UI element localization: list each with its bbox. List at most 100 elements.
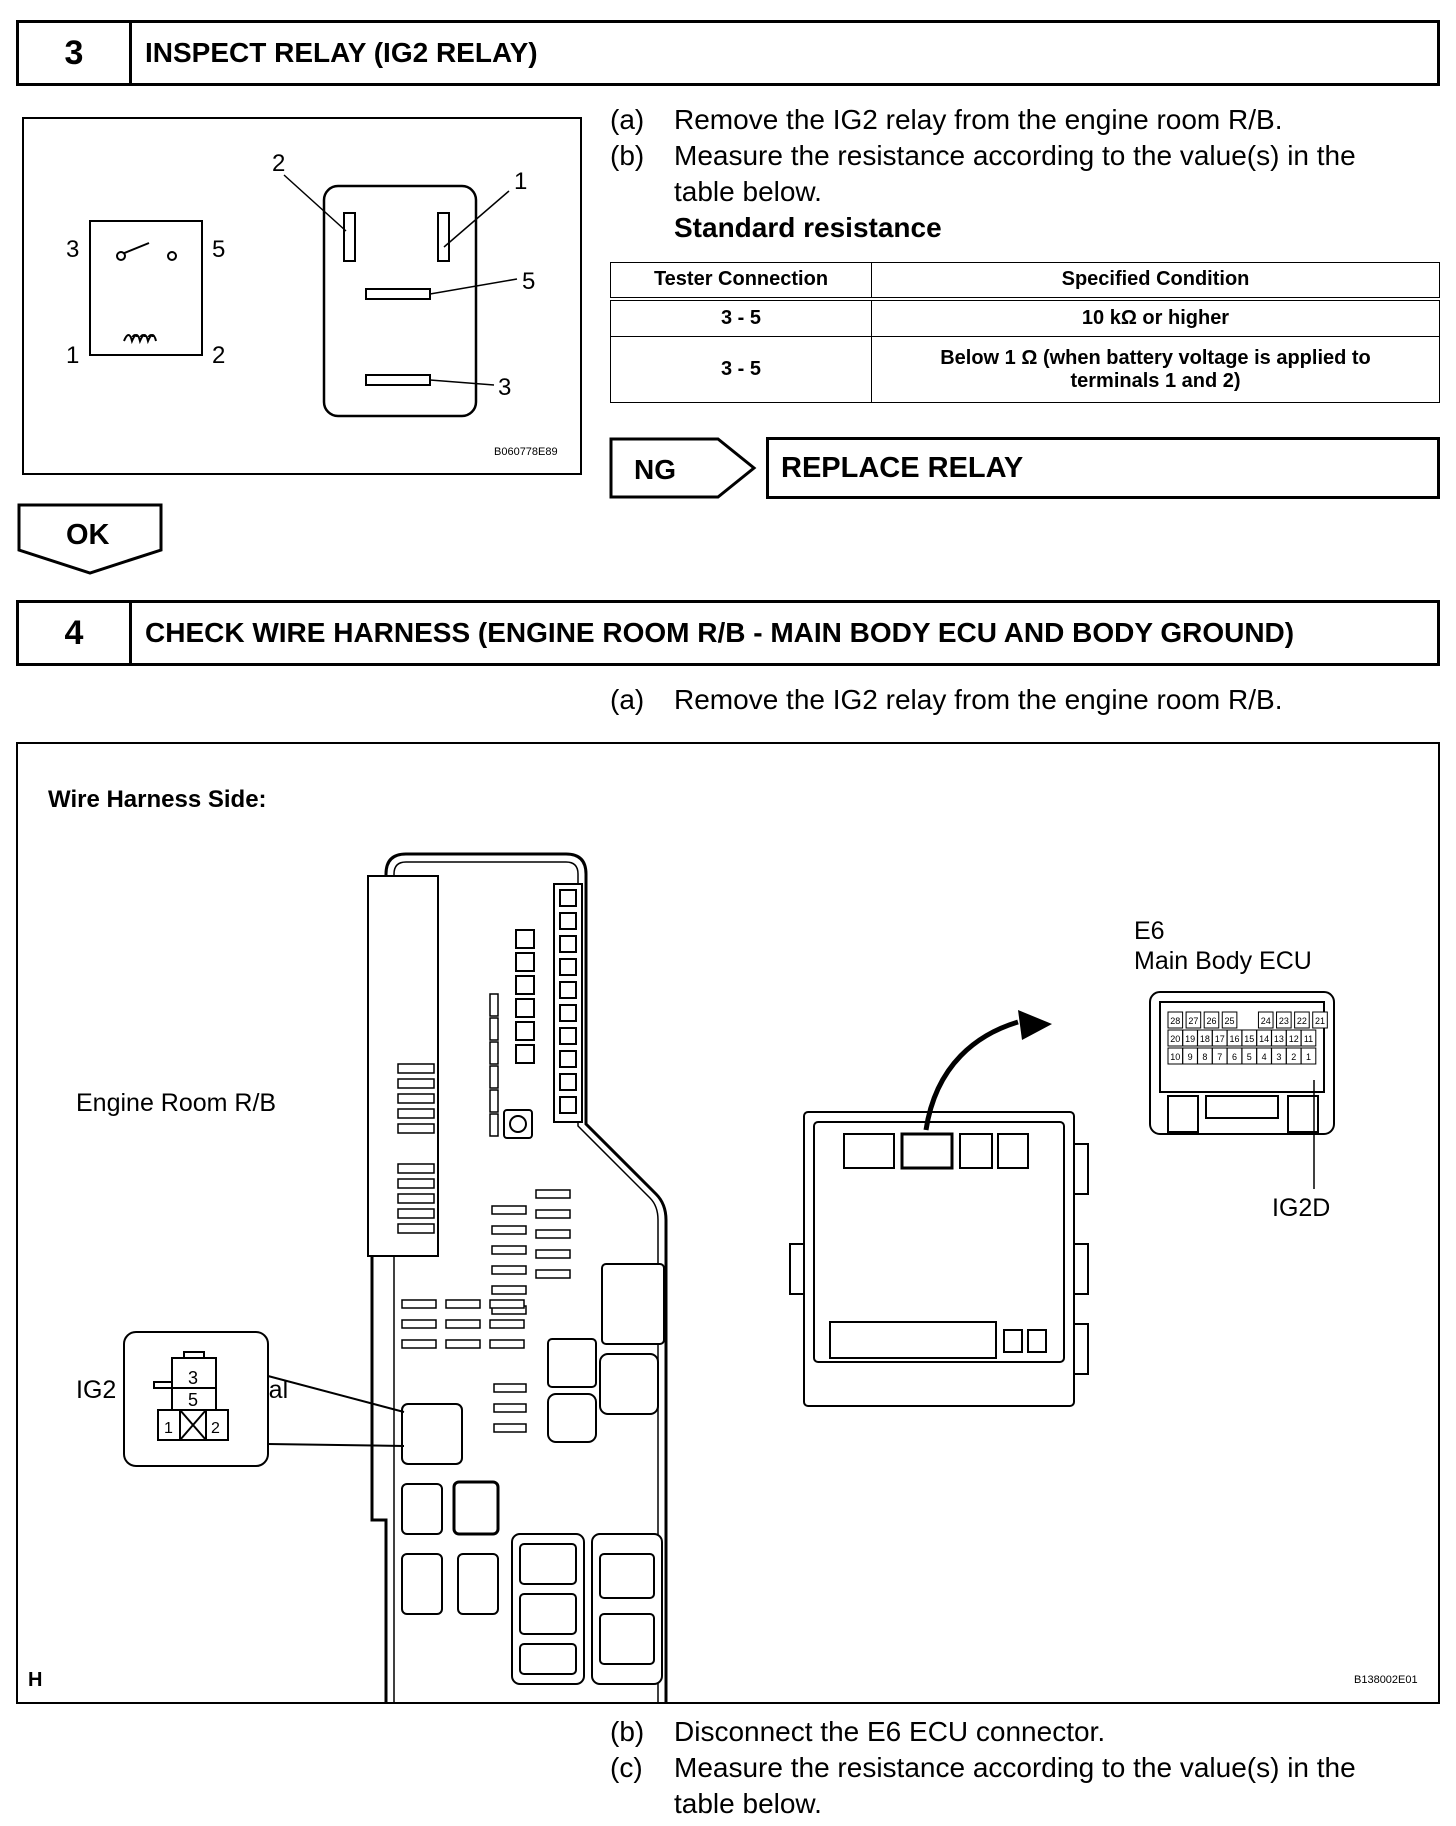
instruction-b-cont: table below. — [674, 176, 822, 207]
relay-pin-label-3: 3 — [498, 374, 511, 401]
connector-pin-label: 15 — [1244, 1034, 1254, 1044]
mini-fuse — [401, 1339, 437, 1349]
relay-diagram: 3 5 1 2 2 1 5 3 B060778E89 — [66, 150, 558, 458]
step-4-header: 4 CHECK WIRE HARNESS (ENGINE ROOM R/B - … — [16, 600, 1440, 666]
fuse-cell — [515, 1044, 535, 1064]
ecu-name: Main Body ECU — [1134, 947, 1312, 975]
instruction-b: (b)Measure the resistance according to t… — [610, 140, 1356, 171]
mini-fuse — [397, 1178, 435, 1189]
mini-fuse — [489, 993, 499, 1017]
fuse-cell — [559, 935, 577, 953]
connector-pin-label: 1 — [1306, 1052, 1311, 1062]
corner-letter: H — [28, 1669, 43, 1691]
mini-fuse — [535, 1209, 571, 1219]
table-header: Tester Connection — [610, 262, 872, 299]
table-row: 3 - 5 10 kΩ or higher — [610, 298, 1440, 337]
step-title: CHECK WIRE HARNESS (ENGINE ROOM R/B - MA… — [145, 617, 1295, 648]
fuse-cell — [559, 1004, 577, 1022]
mini-fuse — [397, 1208, 435, 1219]
connector-pin-label: 6 — [1232, 1052, 1237, 1062]
relay-blocks — [401, 1109, 665, 1685]
fuse-cell — [559, 1096, 577, 1114]
relay-terminal-pin-1: 1 — [164, 1420, 173, 1437]
connector-pin — [1300, 1029, 1317, 1047]
mini-fuse — [489, 1089, 499, 1113]
table-cell: 3 - 5 — [610, 298, 872, 337]
ng-arrow: NG — [609, 437, 757, 499]
mini-fuse — [445, 1339, 481, 1349]
connector-arrow — [923, 1019, 1019, 1131]
connector-pin-label: 9 — [1188, 1052, 1193, 1062]
fuse-cell — [515, 975, 535, 995]
fuse-cell — [559, 1050, 577, 1068]
step-4-instructions-after: (b)Disconnect the E6 ECU connector. (c)M… — [610, 1714, 1440, 1822]
fuse-cell — [559, 889, 577, 907]
connector-pin — [1203, 1011, 1220, 1029]
mini-fuse — [491, 1285, 527, 1295]
instruction-b: (b)Disconnect the E6 ECU connector. — [610, 1716, 1106, 1747]
connector-pin-label: 10 — [1170, 1052, 1180, 1062]
connector-pin — [1221, 1011, 1238, 1029]
mini-fuse — [489, 1113, 499, 1137]
mini-fuse — [491, 1265, 527, 1275]
fuse-cell — [515, 952, 535, 972]
connector-pin — [1300, 1047, 1317, 1065]
connector-pin-label: 25 — [1225, 1016, 1235, 1026]
relay-pin-label-1: 1 — [514, 168, 527, 195]
connector-pin-label: 7 — [1217, 1052, 1222, 1062]
engine-room-label: Engine Room R/B — [76, 1089, 277, 1117]
mini-fuse — [401, 1319, 437, 1329]
relay-pin-label-5: 5 — [522, 268, 535, 295]
mini-fuse — [489, 1017, 499, 1041]
schematic-label-3: 3 — [66, 236, 79, 263]
wire-harness-figure: Wire Harness Side: Engine Room R/B IG2 R… — [16, 742, 1440, 1704]
mini-fuse — [491, 1205, 527, 1215]
mini-fuse — [535, 1269, 571, 1279]
schematic-label-1: 1 — [66, 342, 79, 369]
connector-pin-label: 12 — [1289, 1034, 1299, 1044]
mini-fuse — [397, 1123, 435, 1134]
connector-pin-label: 19 — [1185, 1034, 1195, 1044]
connector-pin — [1294, 1011, 1310, 1029]
wire-harness-side-label: Wire Harness Side: — [48, 786, 267, 813]
mini-fuse — [489, 1041, 499, 1065]
connector-pin-label: 16 — [1229, 1034, 1239, 1044]
relay-pin-label-2: 2 — [272, 150, 285, 177]
resistance-table: Tester Connection Specified Condition 3 … — [610, 262, 1440, 403]
mini-fuse — [493, 1423, 527, 1433]
schematic-label-2: 2 — [212, 342, 225, 369]
connector-pin-label: 22 — [1297, 1016, 1307, 1026]
table-row: 3 - 5 Below 1 Ω (when battery voltage is… — [610, 336, 1440, 403]
mini-fuse — [445, 1319, 481, 1329]
connector-pin-label: 21 — [1315, 1016, 1325, 1026]
step-number: 4 — [19, 603, 132, 663]
relay-terminal-inset — [123, 1331, 405, 1467]
table-cell: 10 kΩ or higher — [871, 298, 1440, 337]
connector-pin-label: 18 — [1200, 1034, 1210, 1044]
relay-terminal-pin-2: 2 — [211, 1420, 220, 1437]
connector-pin-label: 13 — [1274, 1034, 1284, 1044]
instruction-a: (a)Remove the IG2 relay from the engine … — [610, 104, 1283, 135]
mini-fuse — [493, 1383, 527, 1393]
step-4-instruction-a: (a)Remove the IG2 relay from the engine … — [610, 684, 1283, 715]
connector-pin-label: 3 — [1276, 1052, 1281, 1062]
fuse-cell — [559, 1027, 577, 1045]
step-3-header: 3 INSPECT RELAY (IG2 RELAY) — [16, 20, 1440, 86]
mini-fuse — [489, 1339, 525, 1349]
ecu-label: E6 Main Body ECU — [1134, 916, 1312, 976]
connector-pin-label: 8 — [1202, 1052, 1207, 1062]
mini-fuse — [491, 1245, 527, 1255]
mini-fuse — [397, 1093, 435, 1104]
fuse-cell — [515, 1021, 535, 1041]
mini-fuse — [535, 1249, 571, 1259]
connector-pin-label: 11 — [1304, 1034, 1313, 1044]
mini-fuse — [397, 1193, 435, 1204]
step-3-instructions: (a)Remove the IG2 relay from the engine … — [610, 102, 1440, 246]
mini-fuse — [489, 1065, 499, 1089]
connector-pin-label: 20 — [1170, 1034, 1180, 1044]
ig2d-label: IG2D — [1272, 1194, 1331, 1222]
mini-fuse — [401, 1299, 437, 1309]
instruction-c: (c)Measure the resistance according to t… — [610, 1752, 1356, 1783]
engine-room-rb-outline — [370, 852, 668, 1702]
mini-fuse — [491, 1225, 527, 1235]
